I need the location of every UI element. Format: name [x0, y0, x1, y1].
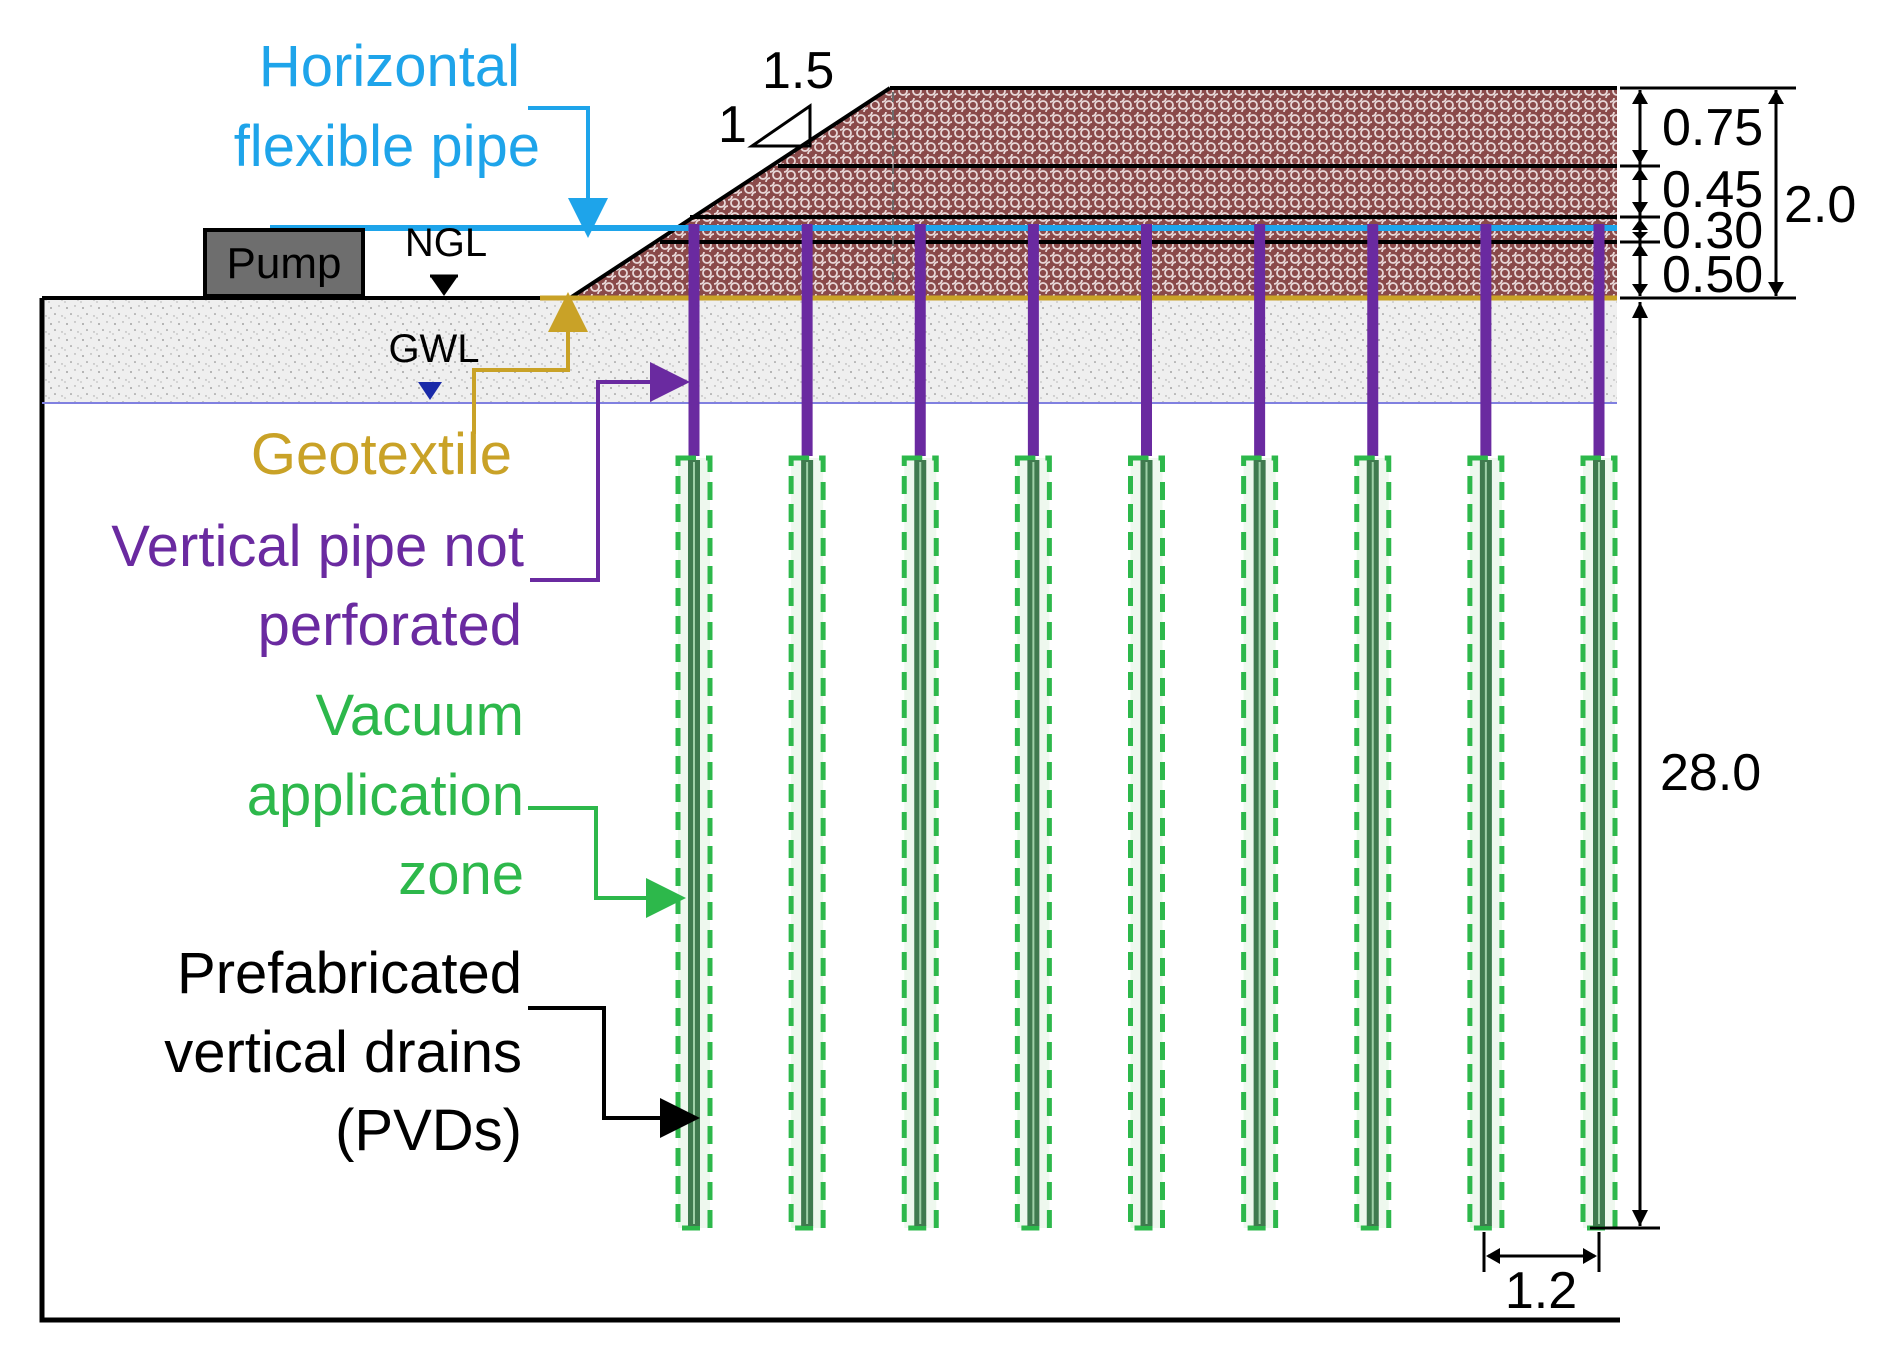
pvd-label-1: Prefabricated — [177, 941, 522, 1006]
slope-indicator: 1.5 1 — [718, 42, 834, 154]
dim-layer-3: 0.50 — [1662, 246, 1763, 304]
drain-6 — [1241, 224, 1279, 1231]
vacuum-label-3: zone — [398, 842, 524, 907]
embankment — [270, 86, 1617, 301]
geotextile-leader — [472, 292, 588, 434]
pump-box — [203, 228, 365, 298]
level-markers: NGL GWL — [388, 221, 487, 400]
vertical-pipe-leader — [530, 362, 690, 582]
pump: Pump — [203, 228, 365, 298]
dim-layer-2: 0.30 — [1662, 202, 1763, 260]
pvd-label-3: (PVDs) — [335, 1098, 522, 1163]
dim-layer-0: 0.75 — [1662, 99, 1763, 157]
geotextile-label: Geotextile — [251, 422, 512, 487]
ground — [39, 296, 1620, 1323]
drain-9 — [1580, 224, 1618, 1231]
ngl-label: NGL — [405, 221, 487, 265]
horizontal-pipe-label-1: Horizontal — [259, 34, 520, 99]
vertical-pipe-label-2: perforated — [258, 593, 522, 658]
horizontal-pipe-label-2: flexible pipe — [234, 114, 540, 179]
soil-layer-right — [1617, 298, 1619, 403]
drain-array — [675, 224, 1618, 1231]
drain-5 — [1128, 224, 1165, 1231]
drain-4 — [1014, 224, 1052, 1231]
slope-vertical-label: 1 — [718, 96, 747, 154]
drain-8 — [1467, 224, 1505, 1231]
pump-label: Pump — [227, 239, 342, 288]
vertical-pipe-label-1: Vertical pipe not — [111, 514, 524, 579]
vacuum-label-2: application — [247, 763, 524, 828]
ground-boundary — [39, 298, 1620, 1323]
drain-2 — [788, 224, 826, 1231]
soil-layer — [42, 298, 1617, 403]
dim-depth-label: 28.0 — [1660, 744, 1761, 802]
slope-horizontal-label: 1.5 — [762, 42, 834, 100]
embankment-slope — [568, 86, 892, 300]
vacuum-label-1: Vacuum — [316, 683, 524, 748]
dimensions: 0.75 0.45 0.30 0.50 2.0 28.0 1.2 — [1482, 86, 1856, 1320]
horizontal-pipe-leader — [528, 106, 608, 238]
ngl-marker-icon — [430, 276, 458, 296]
dim-layer-1: 0.45 — [1662, 161, 1763, 219]
drain-3 — [901, 224, 939, 1231]
slope-triangle — [747, 103, 812, 148]
dim-arrow-b — [1632, 168, 1648, 215]
drain-7 — [1354, 224, 1392, 1231]
dim-arrow-c — [1632, 219, 1648, 240]
embankment-body — [570, 88, 1617, 298]
gwl-marker-icon — [418, 382, 442, 400]
pvd-label-2: vertical drains — [164, 1020, 522, 1085]
dim-spacing-label: 1.2 — [1505, 1262, 1577, 1320]
dim-total-label: 2.0 — [1784, 176, 1856, 234]
dim-arrow-d — [1632, 244, 1648, 296]
gwl-label: GWL — [388, 327, 479, 371]
vacuum-leader — [528, 806, 686, 918]
callouts: Horizontal flexible pipe Geotextile Vert… — [111, 34, 700, 1163]
pvd-leader — [528, 1006, 700, 1138]
